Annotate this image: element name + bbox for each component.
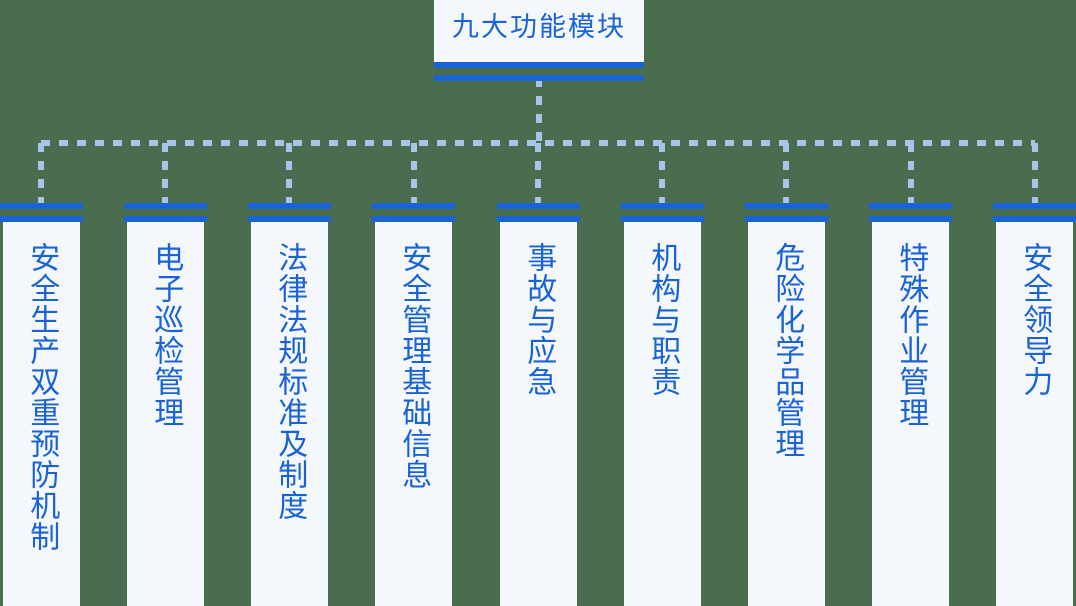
card-body: 安全管理基础信息 <box>375 222 452 606</box>
card-body: 法律法规标准及制度 <box>251 222 328 606</box>
card-body: 电子巡检管理 <box>127 222 204 606</box>
module-label: 事故与应急 <box>521 242 557 397</box>
module-card-4[interactable]: 安全管理基础信息 <box>372 203 455 606</box>
module-label: 机构与职责 <box>645 242 681 397</box>
card-accent-bar-bottom <box>745 216 828 222</box>
card-accent-bar-bottom <box>497 216 580 222</box>
card-body: 危险化学品管理 <box>748 222 825 606</box>
card-accent-bar-top <box>248 203 331 209</box>
card-accent-bar-bottom <box>372 216 455 222</box>
root-accent-bar-top <box>434 62 644 68</box>
module-card-7[interactable]: 危险化学品管理 <box>745 203 828 606</box>
module-label: 安全管理基础信息 <box>396 242 432 490</box>
card-accent-bar-top <box>869 203 952 209</box>
card-body: 事故与应急 <box>500 222 577 606</box>
module-card-9[interactable]: 安全领导力 <box>993 203 1076 606</box>
card-accent-bar-bottom <box>124 216 207 222</box>
card-body: 机构与职责 <box>624 222 701 606</box>
module-card-1[interactable]: 安全生产双重预防机制 <box>0 203 83 606</box>
module-label: 电子巡检管理 <box>148 242 184 428</box>
module-label: 安全领导力 <box>1017 242 1053 397</box>
module-card-6[interactable]: 机构与职责 <box>621 203 704 606</box>
card-accent-bar-bottom <box>621 216 704 222</box>
module-label: 特殊作业管理 <box>893 242 929 428</box>
module-card-8[interactable]: 特殊作业管理 <box>869 203 952 606</box>
card-accent-bar-bottom <box>0 216 83 222</box>
card-accent-bar-top <box>124 203 207 209</box>
card-accent-bar-bottom <box>869 216 952 222</box>
root-node[interactable]: 九大功能模块 <box>434 0 644 62</box>
module-label: 法律法规标准及制度 <box>272 242 308 521</box>
module-label: 危险化学品管理 <box>769 242 805 459</box>
module-card-5[interactable]: 事故与应急 <box>497 203 580 606</box>
module-card-3[interactable]: 法律法规标准及制度 <box>248 203 331 606</box>
card-accent-bar-top <box>372 203 455 209</box>
card-accent-bar-top <box>0 203 83 209</box>
card-accent-bar-bottom <box>248 216 331 222</box>
card-body: 安全领导力 <box>996 222 1073 606</box>
card-body: 安全生产双重预防机制 <box>3 222 80 606</box>
root-node-label: 九大功能模块 <box>452 11 626 43</box>
module-card-2[interactable]: 电子巡检管理 <box>124 203 207 606</box>
module-label: 安全生产双重预防机制 <box>24 242 60 552</box>
card-accent-bar-bottom <box>993 216 1076 222</box>
root-accent-bar-bottom <box>434 75 644 81</box>
card-accent-bar-top <box>993 203 1076 209</box>
card-accent-bar-top <box>497 203 580 209</box>
card-accent-bar-top <box>621 203 704 209</box>
card-accent-bar-top <box>745 203 828 209</box>
card-body: 特殊作业管理 <box>872 222 949 606</box>
